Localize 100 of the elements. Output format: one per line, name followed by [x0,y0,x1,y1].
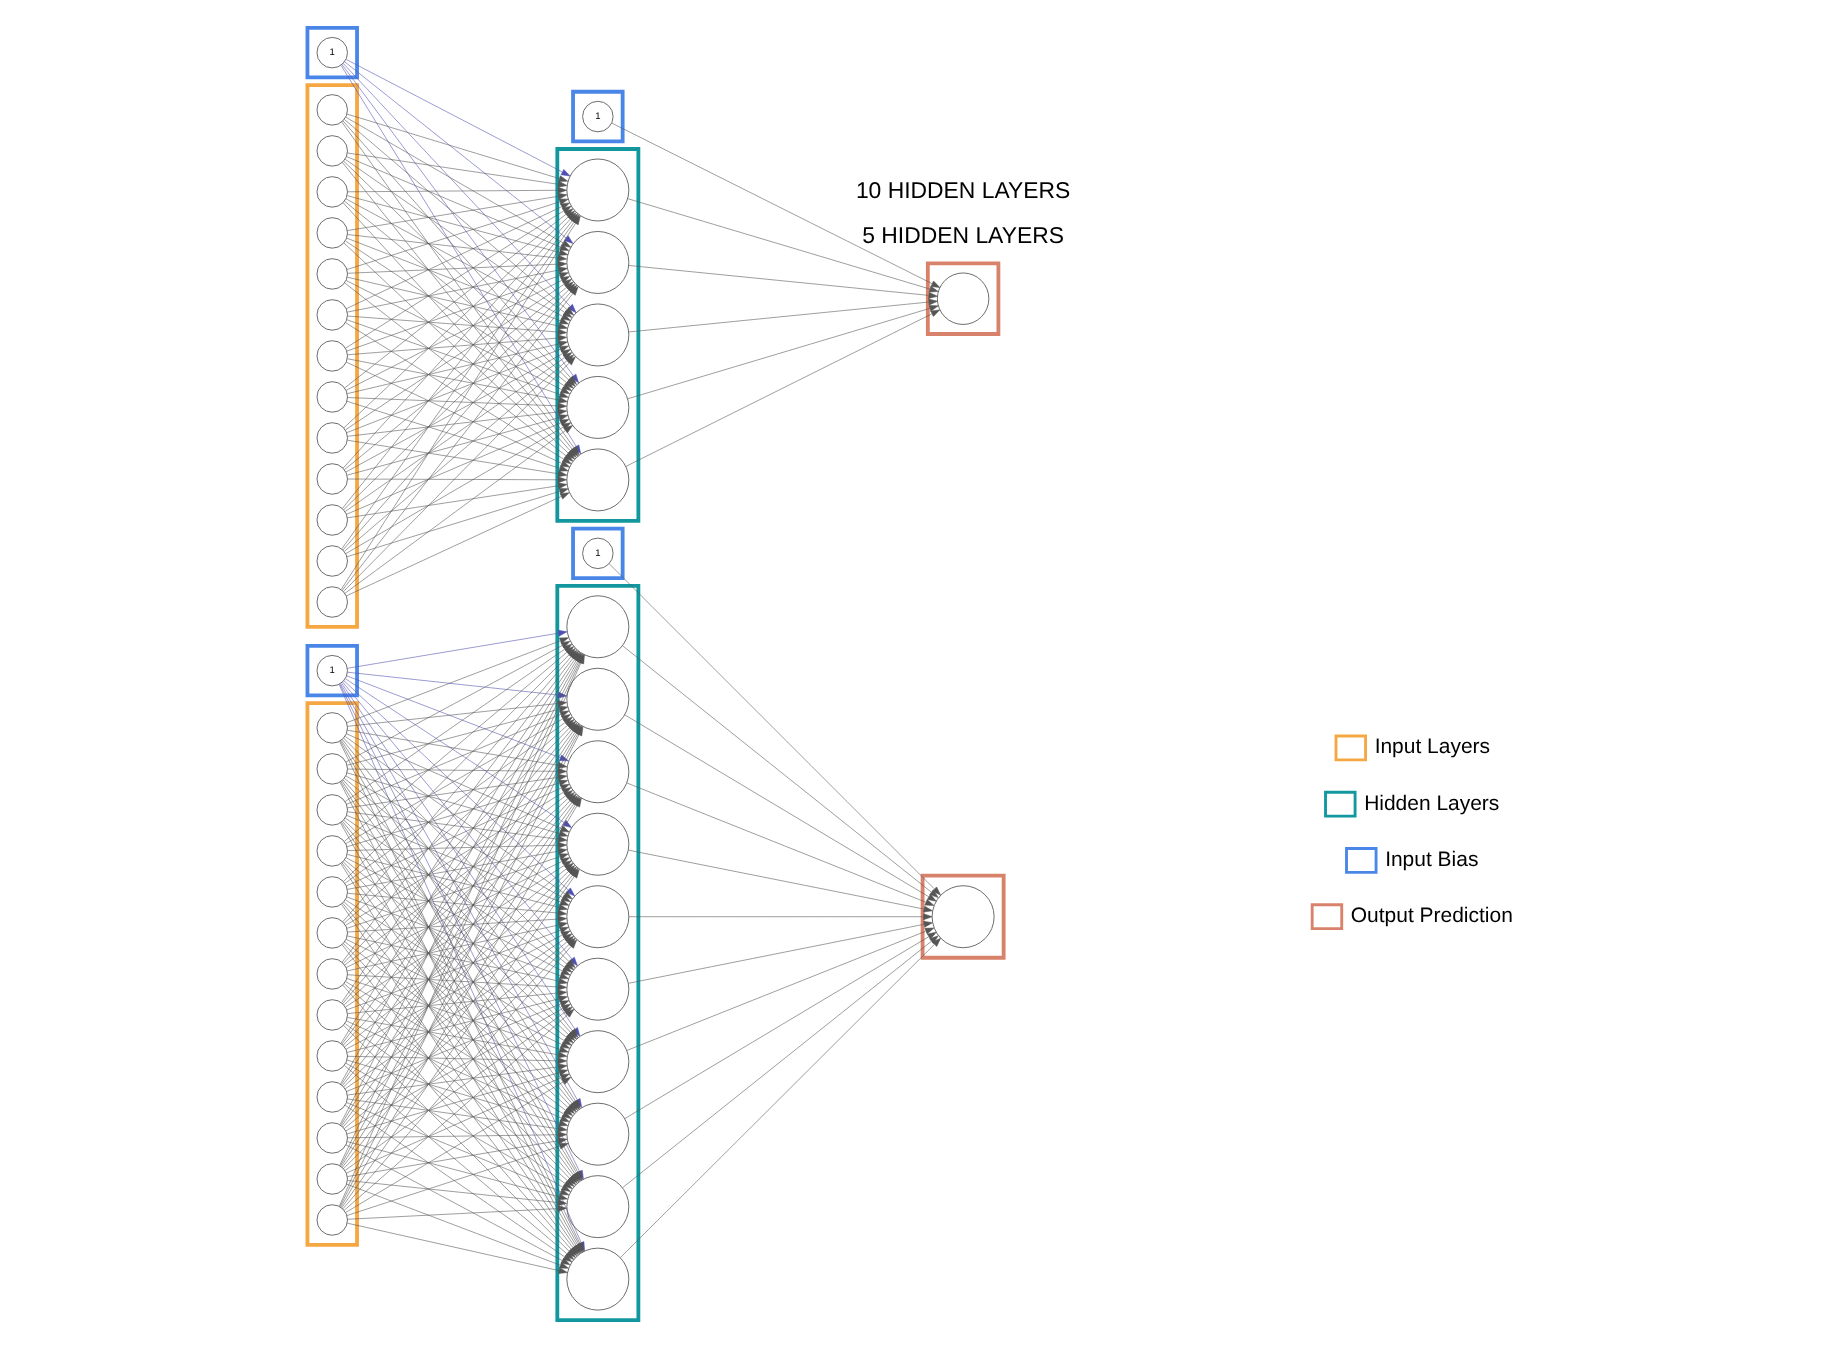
arrow [347,768,567,775]
arrow [345,981,572,1119]
arrow [347,1222,568,1274]
arrow [611,122,941,288]
legend-label: Hidden Layers [1364,793,1500,816]
arrow [346,815,570,906]
arrow [347,234,567,262]
label: 10 HIDDEN LAYERS [855,179,1071,204]
arrow [346,853,569,929]
node-circle [316,258,348,290]
arrow [345,1003,571,1132]
arrow [347,629,568,669]
arrow [346,59,571,177]
arrow [345,775,571,903]
arrow [347,700,567,727]
arrow [344,425,573,594]
legend-label: Input Layers [1374,737,1491,760]
arrow [347,1017,568,1059]
arrow [347,915,567,933]
arrow [347,854,568,911]
arrow [346,772,568,837]
arrow [347,195,569,256]
arrow [347,193,568,231]
node-circle [316,504,348,536]
arrow [346,1020,570,1122]
arrow [347,811,568,843]
arrow [346,319,569,398]
arrow [346,198,569,270]
arrow [347,260,567,274]
arrow [347,414,569,476]
arrow [345,422,572,554]
arrow [347,397,567,410]
node-circle [316,917,348,949]
arrow [346,401,569,472]
arrow [346,1000,570,1092]
arrow [347,152,568,188]
node-circle [316,835,348,867]
arrow [347,266,568,313]
arrow [622,645,939,898]
arrow [346,779,568,848]
node-circle [316,1163,348,1195]
arrow [347,974,567,991]
arrow [347,315,567,336]
arrow [346,345,569,433]
arrow [347,340,568,394]
arrow [347,1056,567,1065]
arrow [347,1063,568,1096]
arrow [347,276,568,330]
arrow [624,714,937,902]
arrow [347,482,568,519]
node-circle [316,1204,348,1236]
cluster [571,526,625,581]
legend-label: Input Bias [1385,849,1479,872]
arrow [347,921,568,972]
node-circle [316,999,348,1031]
arrow [346,784,570,887]
arrow [346,488,569,558]
arrow [347,334,567,356]
node-circle [316,463,348,495]
node-circle [316,1122,348,1154]
node-circle [316,135,348,167]
cluster [571,89,625,144]
arrow [347,1131,567,1139]
cluster [305,25,359,80]
node-circle [316,176,348,208]
label: 5 HIDDEN LAYERS [862,224,1064,249]
node-circle [316,299,348,331]
arrow [626,927,935,1051]
arrow [622,935,939,1188]
arrow [346,113,568,182]
node-circle [316,1040,348,1072]
arrow [346,237,569,325]
node-circle [316,876,348,908]
arrow [627,305,939,399]
node-circle [316,422,348,454]
arrow [347,774,568,809]
arrow [346,419,570,515]
node-circle [316,381,348,413]
arrow [628,265,938,299]
arrow [609,563,941,896]
arrow [346,1069,568,1135]
node-circle [316,1081,348,1113]
arrow [625,309,940,467]
arrow [624,931,937,1119]
arrow [628,298,938,333]
arrow [346,272,569,352]
arrow [347,187,567,194]
arrow [346,1059,568,1127]
arrow [347,847,568,890]
node-circle [316,340,348,372]
node-circle [936,272,990,325]
arrow [347,989,567,1014]
legend-label: Output Prediction [1350,906,1513,929]
arrow [346,978,569,1053]
arrow [346,156,570,251]
arrow [626,782,935,906]
arrow [628,849,933,913]
node-circle [316,586,348,618]
arrow [620,937,941,1258]
arrow [628,913,933,920]
